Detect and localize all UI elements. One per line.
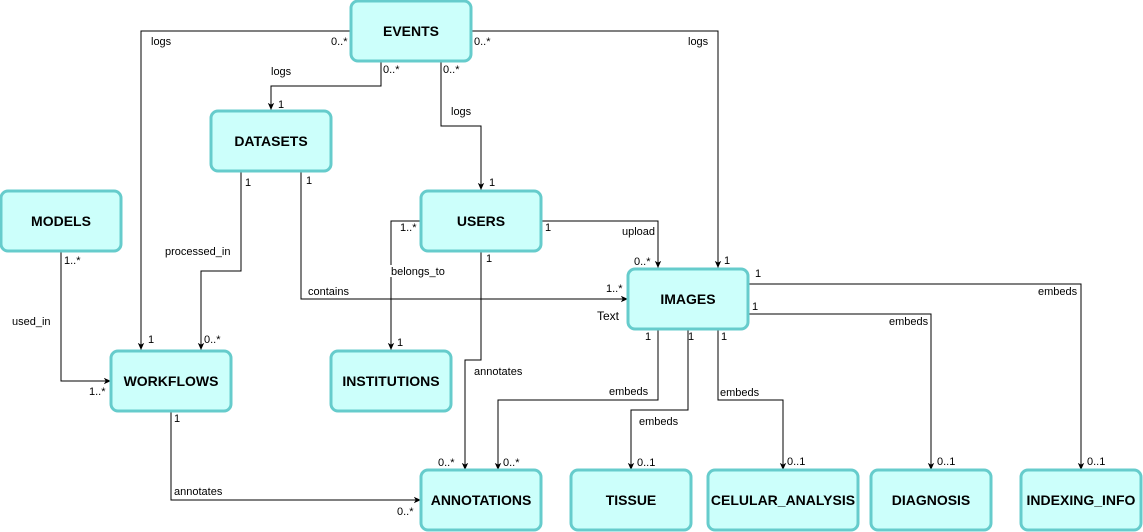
edge-events-workflows xyxy=(137,30,351,350)
mult-workflows-annotations-source: 1 xyxy=(174,413,180,425)
mult-users-annotations-target: 0..* xyxy=(438,457,455,469)
edge-images-tissue xyxy=(627,329,689,470)
entity-models-label: MODELS xyxy=(31,213,91,229)
edge-workflows-annotations xyxy=(170,411,421,504)
entity-workflows-label: WORKFLOWS xyxy=(124,373,219,389)
label-events-datasets: logs xyxy=(271,66,292,78)
edge-events-datasets xyxy=(267,61,382,110)
mult-models-workflows-source: 1..* xyxy=(64,255,81,267)
entity-diagnosis[interactable]: DIAGNOSIS xyxy=(869,468,993,532)
mult-datasets-workflows-target: 0..* xyxy=(204,334,221,346)
entity-users-label: USERS xyxy=(457,213,505,229)
mult-users-images-source: 1 xyxy=(545,222,551,234)
label-users-annotations: annotates xyxy=(474,366,523,378)
label-events-users: logs xyxy=(451,106,472,118)
mult-events-images-source: 0..* xyxy=(474,36,491,48)
mult-images-tissue-source: 1 xyxy=(688,331,694,343)
label-workflows-annotations: annotates xyxy=(174,486,223,498)
label-users-institutions: belongs_to xyxy=(391,266,445,278)
edge-events-images xyxy=(471,30,722,268)
label-images-indexing: embeds xyxy=(1038,286,1078,298)
mult-datasets-workflows-source: 1 xyxy=(245,177,251,189)
edge-events-users xyxy=(440,61,485,190)
mult-datasets-images-source: 1 xyxy=(306,175,312,187)
mult-models-workflows-target: 1..* xyxy=(89,386,106,398)
mult-users-institutions-source: 1..* xyxy=(400,222,417,234)
entity-events-label: EVENTS xyxy=(383,23,439,39)
edge-images-diagnosis xyxy=(748,313,935,470)
mult-images-annotations-source: 1 xyxy=(645,331,651,343)
entity-indexing-info[interactable]: INDEXING_INFO xyxy=(1019,468,1143,532)
mult-events-datasets-source: 0..* xyxy=(383,64,400,76)
mult-events-users-target: 1 xyxy=(489,177,495,189)
mult-workflows-annotations-target: 0..* xyxy=(397,506,414,518)
label-events-workflows: logs xyxy=(151,36,172,48)
label-users-images: upload xyxy=(622,226,655,238)
edge-datasets-workflows xyxy=(197,171,242,350)
edge-models-workflows xyxy=(60,251,111,385)
mult-images-tissue-target: 0..1 xyxy=(637,457,655,469)
mult-users-images-target: 0..* xyxy=(634,256,651,268)
entity-models[interactable]: MODELS xyxy=(0,189,123,253)
entity-images-label: IMAGES xyxy=(660,291,715,307)
entity-celular-analysis-label: CELULAR_ANALYSIS xyxy=(711,492,855,508)
mult-images-indexing-source: 1 xyxy=(755,268,761,280)
entity-images[interactable]: IMAGES xyxy=(626,267,750,331)
mult-images-diagnosis-target: 0..1 xyxy=(937,456,955,468)
entity-institutions[interactable]: INSTITUTIONS xyxy=(329,349,453,413)
edge-users-institutions xyxy=(387,220,421,350)
entity-users[interactable]: USERS xyxy=(419,189,543,253)
edge-images-indexing xyxy=(748,283,1085,470)
label-images-celular: embeds xyxy=(720,387,760,399)
entity-institutions-label: INSTITUTIONS xyxy=(342,373,439,389)
entity-indexing-info-label: INDEXING_INFO xyxy=(1027,492,1136,508)
edge-users-images xyxy=(541,220,662,268)
label-datasets-workflows: processed_in xyxy=(165,246,230,258)
label-images-annotations: embeds xyxy=(609,386,649,398)
label-datasets-images: contains xyxy=(308,286,349,298)
entity-events[interactable]: EVENTS xyxy=(349,0,473,63)
mult-events-datasets-target: 1 xyxy=(278,99,284,111)
entity-tissue[interactable]: TISSUE xyxy=(569,468,693,532)
mult-images-diagnosis-source: 1 xyxy=(752,301,758,313)
entity-workflows[interactable]: WORKFLOWS xyxy=(109,349,233,413)
mult-images-indexing-target: 0..1 xyxy=(1087,456,1105,468)
label-models-workflows: used_in xyxy=(12,316,51,328)
mult-images-celular-target: 0..1 xyxy=(787,456,805,468)
mult-events-workflows-target: 1 xyxy=(148,334,154,346)
edge-images-annotations xyxy=(494,329,659,470)
stray-text-label: Text xyxy=(597,309,620,323)
entity-annotations-label: ANNOTATIONS xyxy=(431,492,532,508)
edge-users-annotations xyxy=(461,251,482,470)
mult-images-celular-source: 1 xyxy=(721,331,727,343)
entity-annotations[interactable]: ANNOTATIONS xyxy=(419,468,543,532)
entity-diagnosis-label: DIAGNOSIS xyxy=(892,492,971,508)
entity-tissue-label: TISSUE xyxy=(606,492,657,508)
edge-datasets-images xyxy=(300,171,628,303)
mult-events-users-source: 0..* xyxy=(443,64,460,76)
entity-datasets[interactable]: DATASETS xyxy=(209,109,333,173)
edge-labels: logs logs logs logs processed_in contain… xyxy=(11,35,1078,498)
mult-users-annotations-source: 1 xyxy=(486,253,492,265)
mult-users-institutions-target: 1 xyxy=(397,337,403,349)
label-images-tissue: embeds xyxy=(639,416,679,428)
entity-datasets-label: DATASETS xyxy=(234,133,307,149)
multiplicities: 0..* 1 0..* 1 0..* 1 0..* 1 1 0..* 1 1..… xyxy=(64,36,1105,518)
mult-images-annotations-target: 0..* xyxy=(503,457,520,469)
entity-celular-analysis[interactable]: CELULAR_ANALYSIS xyxy=(706,468,860,532)
label-events-images: logs xyxy=(688,36,709,48)
mult-datasets-images-target: 1..* xyxy=(606,283,623,295)
mult-events-workflows-source: 0..* xyxy=(331,36,348,48)
mult-events-images-target: 1 xyxy=(724,255,730,267)
label-images-diagnosis: embeds xyxy=(889,316,929,328)
edge-images-celular xyxy=(717,329,787,470)
